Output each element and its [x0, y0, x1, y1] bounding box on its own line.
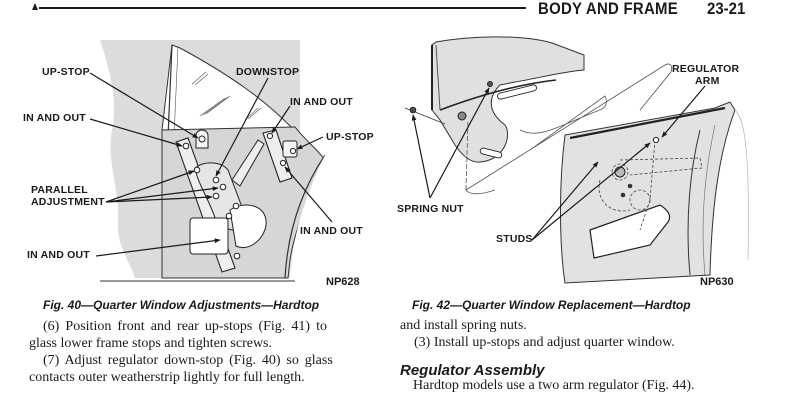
fig42-caption: Fig. 42—Quarter Window Replacement—Hardt…: [412, 298, 691, 312]
para-6-line-2: glass lower frame stops and tighten scre…: [29, 336, 272, 351]
fig40-caption: Fig. 40—Quarter Window Adjustments—Hardt…: [43, 298, 320, 312]
para-3: (3) Install up-stops and adjust quarter …: [414, 335, 675, 350]
header-rule: [39, 7, 526, 9]
fig40-plate-id: NP628: [326, 276, 360, 288]
section-heading: Regulator Assembly: [400, 362, 545, 379]
para-6-line-1: (6) Position front and rear up-stops (Fi…: [43, 319, 328, 334]
label-downstop: DOWNSTOP: [236, 66, 300, 78]
label-parallel: PARALLEL: [31, 184, 88, 196]
label-in-and-out-bottom-right: IN AND OUT: [300, 225, 363, 237]
continuation-line: and install spring nuts.: [400, 318, 527, 333]
label-in-and-out-left: IN AND OUT: [23, 112, 86, 124]
fig42-drawing: [404, 36, 749, 284]
section-text: Hardtop models use a two arm regulator (…: [413, 378, 695, 393]
label-up-stop-left: UP-STOP: [42, 66, 90, 78]
section-title: BODY AND FRAME: [538, 0, 679, 18]
page-number: 23-21: [707, 0, 746, 18]
label-adjustment: ADJUSTMENT: [31, 196, 105, 208]
para-7-line-2: contacts outer weatherstrip lightly for …: [29, 370, 305, 385]
label-in-and-out-top-right: IN AND OUT: [290, 96, 353, 108]
label-arm: ARM: [695, 75, 720, 87]
para-7-line-1: (7) Adjust regulator down-stop (Fig. 40)…: [43, 353, 333, 368]
label-regulator: REGULATOR: [672, 63, 740, 75]
label-in-and-out-bottom-left: IN AND OUT: [27, 249, 90, 261]
label-spring-nut: SPRING NUT: [397, 203, 464, 215]
label-up-stop-right: UP-STOP: [326, 131, 374, 143]
fig42-plate-id: NP630: [700, 276, 734, 288]
label-studs: STUDS: [496, 233, 533, 245]
page-marker-triangle: [32, 3, 38, 10]
fig40-drawing: [89, 40, 360, 282]
